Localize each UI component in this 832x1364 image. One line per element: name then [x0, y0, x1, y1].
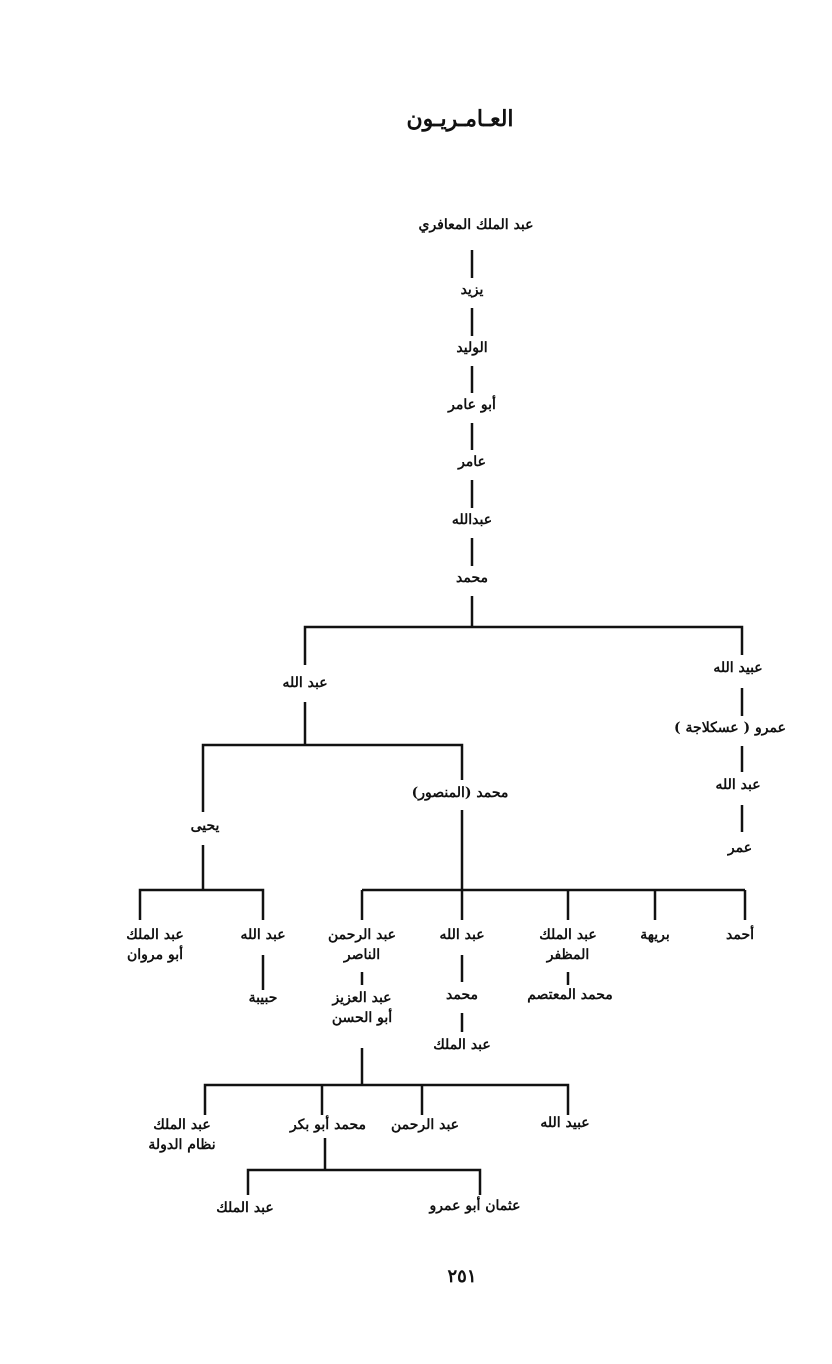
epithet-line: أبو الحسن [331, 1010, 393, 1026]
node-abd-al-malik-nizam-al-dawla: عبد الملك نظام الدولة [148, 1115, 215, 1155]
name-line: عبد الملك [126, 927, 184, 943]
name-line: عبد العزيز [332, 990, 392, 1006]
node-abd-al-malik-son-of-abu-bakr: عبد الملك [216, 1200, 274, 1216]
epithet-line: الناصر [343, 947, 381, 963]
node-bariha: بريهة [640, 927, 670, 943]
node-abdallah-son-of-amr: عبد الله [715, 777, 761, 793]
node-abd-al-rahman: عبد الرحمن [390, 1117, 460, 1133]
page-title: العـامـريـون [406, 106, 514, 132]
node-habiba: حبيبة [248, 990, 278, 1006]
node-muhammad-al-mansur: محمد (المنصور) [411, 785, 509, 801]
page-number: ٢٥١ [447, 1266, 477, 1287]
node-yazid: يزيد [460, 282, 484, 298]
name-line: عبد الملك [539, 927, 597, 943]
node-amr-askalaja: عمرو ( عسكلاجة ) [674, 720, 786, 736]
node-abd-al-aziz-abu-al-hasan: عبد العزيز أبو الحسن [332, 988, 392, 1028]
name-line: عبد الملك [153, 1117, 211, 1133]
node-ubaydallah: عبيد الله [713, 660, 763, 676]
epithet-line: أبو مروان [126, 947, 184, 963]
node-muhammad-son-of-abdallah: محمد [446, 987, 478, 1003]
node-ubaydallah-son-of-abd-al-aziz: عبيد الله [540, 1115, 590, 1131]
epithet-line: نظام الدولة [148, 1137, 216, 1153]
node-abdallah-father-of-mansur: عبد الله [282, 675, 328, 691]
node-abd-al-malik-grandson: عبد الملك [433, 1037, 491, 1053]
node-abdallah: عبدالله [451, 512, 493, 528]
node-uthman-abu-amr: عثمان أبو عمرو [429, 1198, 521, 1214]
node-al-walid: الوليد [456, 340, 488, 356]
node-muhammad-abu-bakr: محمد أبو بكر [289, 1117, 367, 1133]
node-amir: عامر [458, 454, 486, 470]
node-umar: عمر [727, 840, 753, 856]
node-abd-al-malik-al-maafiri: عبد الملك المعافري [418, 217, 534, 233]
name-line: عبد الرحمن [327, 927, 397, 943]
node-abd-al-rahman-al-nasir: عبد الرحمن الناصر [328, 925, 396, 965]
node-abdallah-son-of-mansur: عبد الله [439, 927, 485, 943]
node-abdallah-son-of-yahya: عبد الله [240, 927, 286, 943]
node-muhammad: محمد [456, 570, 488, 586]
node-abd-al-malik-abu-marwan: عبد الملك أبو مروان [126, 925, 183, 965]
node-yahya: يحيى [190, 818, 220, 834]
node-muhammad-al-mutasim: محمد المعتصم [527, 987, 613, 1003]
node-abu-amir: أبو عامر [448, 397, 496, 413]
epithet-line: المظفر [546, 947, 590, 963]
node-abd-al-malik-al-muzaffar: عبد الملك المظفر [539, 925, 596, 965]
node-ahmad: أحمد [726, 927, 754, 943]
